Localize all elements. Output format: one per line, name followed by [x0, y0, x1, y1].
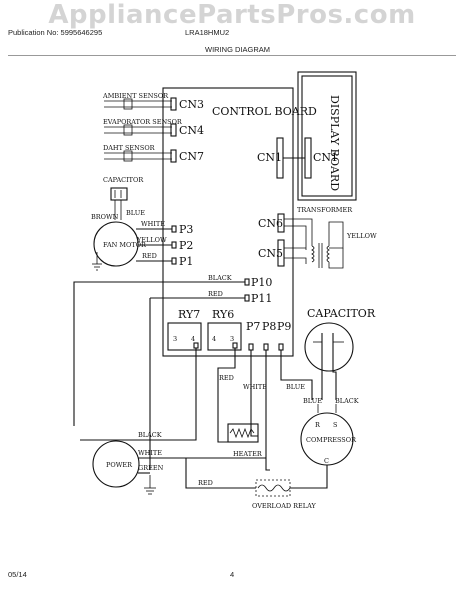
p8-label: P8	[262, 320, 276, 333]
cn6-label: CN6	[258, 217, 283, 230]
blue-mid-label: BLUE	[286, 383, 305, 391]
p9-blue-wire	[280, 350, 313, 400]
cn1-right-label: CN1	[313, 151, 338, 164]
p7-label: P7	[246, 320, 260, 333]
p9-label: P9	[277, 320, 291, 333]
bottom-red-wire	[185, 458, 256, 489]
page-title: WIRING DIAGRAM	[205, 45, 270, 54]
control-board-outline	[162, 87, 294, 357]
p11-label: P11	[251, 292, 272, 305]
display-board-inner	[301, 75, 353, 197]
power-label: POWER	[106, 461, 133, 469]
blue-wire-label: BLUE	[126, 209, 145, 217]
p1-label: P1	[179, 255, 193, 268]
ry7-pin-4: 4	[191, 335, 195, 343]
cn1-left-label: CN1	[257, 151, 282, 164]
fan-motor-label: FAN MOTOR	[103, 241, 147, 249]
model-number: LRA18HMU2	[185, 28, 230, 37]
p7-white-wire	[250, 350, 258, 437]
cn6-connector	[277, 213, 285, 233]
cn3-label: CN3	[179, 98, 204, 111]
fan-yellow-label: YELLOW	[136, 236, 167, 244]
heater-label: HEATER	[233, 450, 263, 458]
brown-wire-label: BROWN	[91, 213, 119, 221]
fan-red-label: RED	[142, 252, 157, 260]
ry6-red-wire	[217, 348, 236, 443]
p10-label: P10	[251, 276, 272, 289]
compressor-label: COMPRESSOR	[306, 436, 357, 444]
publication-number: Publication No: 5995646295	[8, 28, 103, 37]
p3-label: P3	[179, 223, 193, 236]
black-p10-label: BLACK	[208, 274, 232, 282]
footer-date: 05/14	[8, 570, 27, 579]
fan-capacitor-symbol	[110, 187, 128, 220]
bottom-red-label: RED	[198, 479, 213, 487]
ry7-black-wire	[80, 348, 197, 441]
compressor-symbol: R S COMPRESSOR C	[300, 404, 357, 466]
evaporator-sensor: EVAPORATOR SENSOR CN4	[103, 118, 204, 137]
fan-motor: FAN MOTOR	[92, 221, 147, 271]
power-green-label: GREEN	[138, 464, 164, 472]
control-board-label: CONTROL BOARD	[212, 105, 317, 118]
evaporator-sensor-label: EVAPORATOR SENSOR	[103, 118, 183, 126]
daht-sensor-label: DAHT SENSOR	[103, 144, 156, 152]
ambient-sensor-label: AMBIENT SENSOR	[102, 92, 169, 100]
transformer-yellow-label: YELLOW	[346, 232, 377, 240]
ry6-pin-3: 3	[230, 335, 234, 343]
blue-low-label: BLUE	[303, 397, 322, 405]
red-p11-label: RED	[208, 290, 223, 298]
overload-relay-symbol: OVERLOAD RELAY	[252, 479, 317, 510]
cn5-label: CN5	[258, 247, 283, 260]
compressor-r-label: R	[315, 421, 321, 429]
compressor-capacitor-symbol	[304, 322, 354, 400]
fan-capacitor-label: CAPACITOR	[103, 176, 144, 184]
fan-white-label: WHITE	[141, 220, 165, 228]
ry7-pin-3: 3	[173, 335, 177, 343]
ry6-label: RY6	[212, 308, 234, 321]
display-board-label: DISPLAY BOARD	[328, 95, 341, 191]
power-black-label: BLACK	[138, 431, 162, 439]
compressor-s-label: S	[333, 421, 337, 429]
overload-relay-label: OVERLOAD RELAY	[252, 502, 317, 510]
transformer-symbol	[284, 218, 344, 269]
cn1-right-connector	[304, 137, 312, 179]
watermark: AppliancePartsPros.com	[48, 0, 416, 30]
power-white-label: WHITE	[138, 449, 162, 457]
power-plug: POWER	[92, 440, 156, 495]
display-board-outer	[297, 71, 357, 201]
heater-symbol: HEATER	[227, 423, 263, 458]
ry7-label: RY7	[178, 308, 200, 321]
daht-sensor: DAHT SENSOR CN7	[103, 144, 204, 163]
p8-wire	[265, 350, 270, 471]
heater-red-label: RED	[219, 374, 234, 382]
heater-white-label: WHITE	[243, 383, 267, 391]
compressor-c-label: C	[324, 457, 329, 465]
p2-label: P2	[179, 239, 193, 252]
black-p10-wire	[73, 281, 245, 286]
page-number: 4	[230, 570, 235, 579]
compressor-common-wire	[290, 465, 328, 489]
transformer-label: TRANSFORMER	[297, 206, 353, 214]
ambient-sensor: AMBIENT SENSOR CN3	[102, 92, 204, 111]
ry6-relay	[207, 322, 242, 351]
compressor-black-label: BLACK	[335, 397, 359, 405]
compressor-capacitor-label: CAPACITOR	[307, 307, 376, 320]
header-rule	[8, 55, 456, 56]
ry7-relay	[167, 322, 202, 351]
cn5-connector	[277, 239, 285, 267]
cn7-label: CN7	[179, 150, 204, 163]
ry6-pin-4: 4	[212, 335, 216, 343]
cn4-label: CN4	[179, 124, 204, 137]
